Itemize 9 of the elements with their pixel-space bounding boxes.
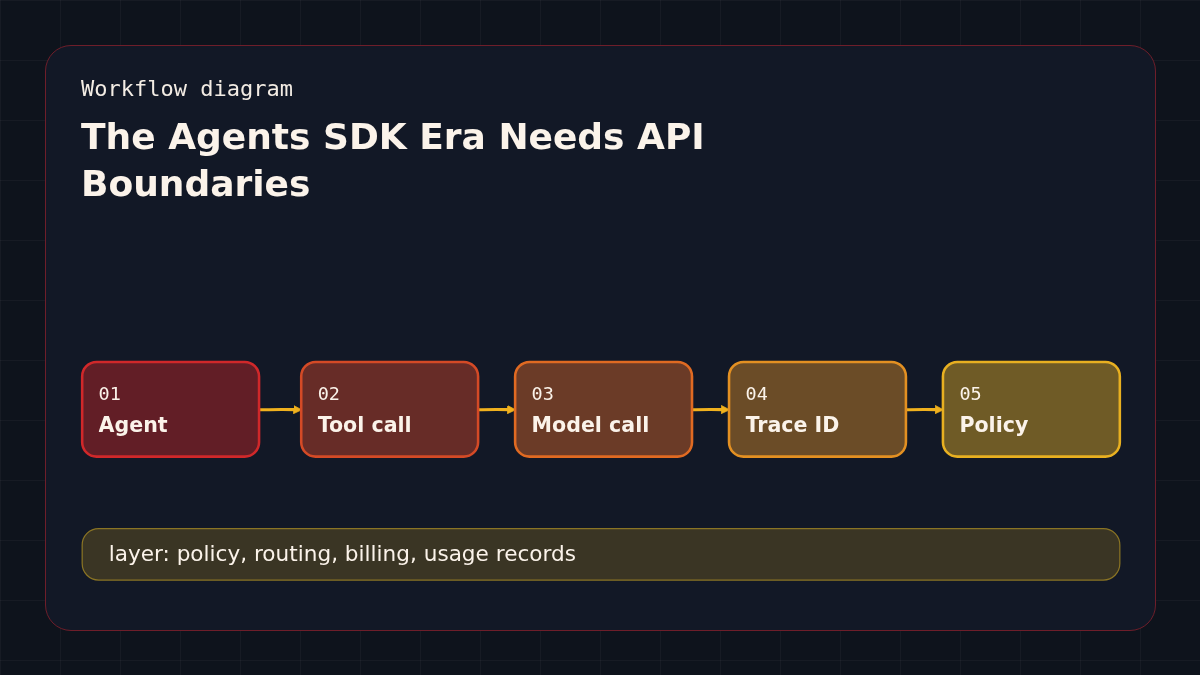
label-text: Workflow diagram (81, 76, 293, 101)
node-box: 01 Agent (80, 360, 261, 458)
node-box: layer: policy, routing, billing, usage records (81, 527, 1121, 581)
node-box: 05 Policy (941, 360, 1122, 458)
arrow (692, 405, 730, 415)
node-box: 04 Trace ID (727, 360, 908, 458)
diagram-title: The Agents SDK Era Needs API Boundaries (81, 115, 706, 206)
node-box: 03 Model call (513, 360, 694, 458)
node-box: 02 Tool call (299, 360, 480, 458)
